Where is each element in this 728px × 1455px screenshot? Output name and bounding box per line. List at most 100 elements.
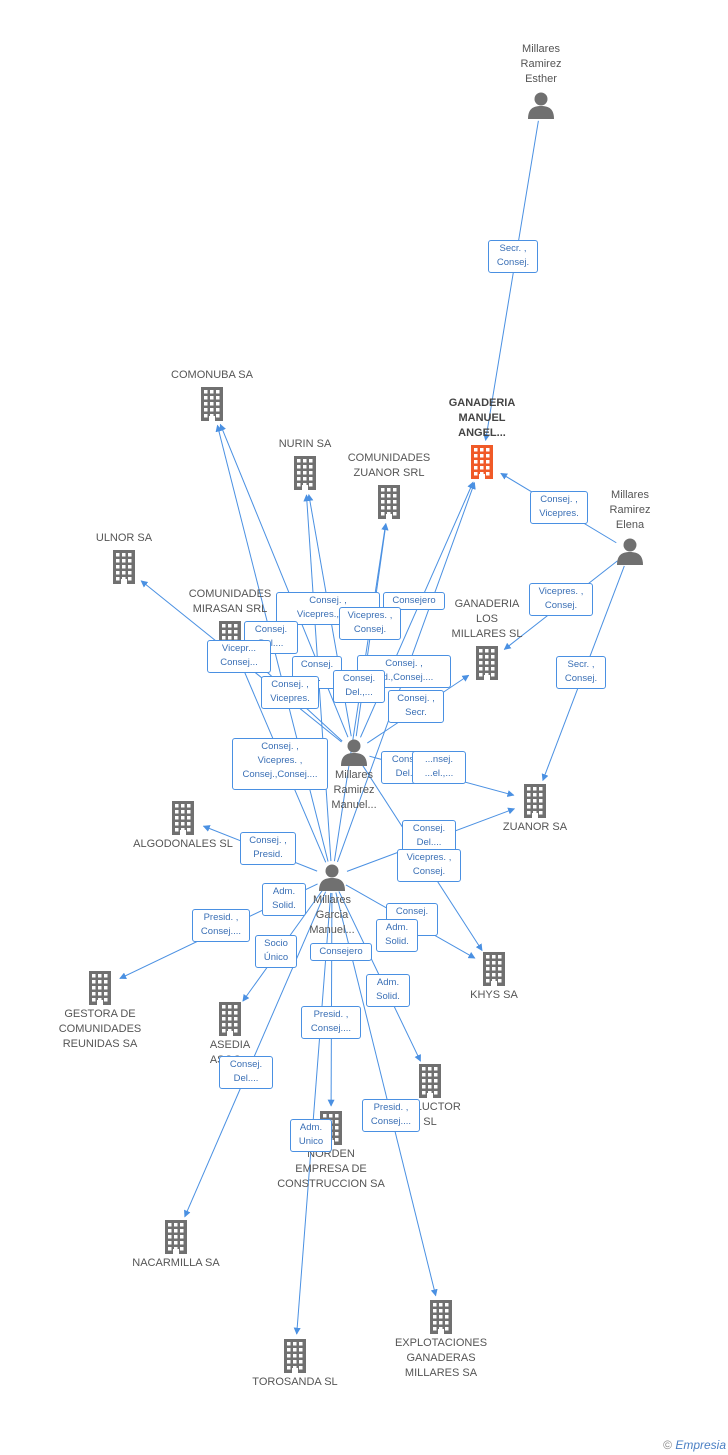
role-tag[interactable]: Vicepres. ,Consej.: [397, 849, 461, 882]
node-asedia[interactable]: ASEDIAASOC...: [210, 1002, 250, 1066]
role-tag[interactable]: Presid. ,Consej....: [301, 1006, 361, 1039]
node-label-line: KHYS SA: [470, 989, 518, 1001]
role-tag-line: Vicepres. ,: [347, 610, 393, 621]
role-tag[interactable]: ...nsej....el.,...: [412, 751, 466, 784]
role-tag[interactable]: Consej. ,Vicepres.: [261, 676, 319, 709]
node-label-line: ULNOR SA: [95, 532, 153, 544]
role-tag[interactable]: Consej. ,Presid.: [240, 832, 296, 865]
node-algodonales[interactable]: ALGODONALES SL: [133, 801, 233, 850]
role-tag[interactable]: Adm.Solid.: [262, 883, 306, 916]
person-icon: [318, 864, 346, 894]
role-tag-line: Consej. ,: [385, 658, 423, 669]
node-nacarmilla[interactable]: NACARMILLA SA: [132, 1220, 220, 1269]
node-label-line: Ramirez: [333, 784, 375, 796]
role-tag-line: Secr. ,: [567, 659, 595, 670]
node-label-line: Ramirez: [609, 504, 651, 516]
node-comonuba[interactable]: COMONUBA SA: [171, 369, 253, 421]
node-label-line: MANUEL: [458, 412, 506, 424]
role-tag-line: Consej. ,: [249, 835, 287, 846]
person-icon: [616, 538, 644, 568]
role-tag[interactable]: Adm.Solid.: [366, 974, 410, 1007]
role-tag[interactable]: Presid. ,Consej....: [362, 1099, 420, 1132]
building-icon: [86, 971, 114, 1008]
role-tag-line: Adm.: [385, 922, 409, 933]
role-tag[interactable]: Consej.Del.,...: [333, 670, 385, 703]
role-tag-line: Vicepr...: [221, 643, 257, 654]
building-icon: [473, 646, 501, 683]
building-icon: [281, 1339, 309, 1376]
node-zuanor[interactable]: ZUANOR SA: [503, 784, 567, 833]
edge-garcia_manuel-to-norden: [327, 892, 335, 1107]
role-tag-line: Del....: [395, 768, 421, 779]
role-tag[interactable]: Consej.Del....: [402, 820, 456, 853]
role-tag[interactable]: Consejero: [383, 592, 445, 610]
role-tag[interactable]: Consejero: [310, 943, 372, 961]
building-icon: [162, 1220, 190, 1257]
role-tag-line: Consej.: [544, 600, 578, 611]
node-label-line: Esther: [525, 73, 557, 85]
role-tag-line: Vicepres.: [539, 508, 579, 519]
role-tag[interactable]: Vicepres. ,Consej.: [529, 583, 593, 616]
role-tag-line: Consejero: [319, 946, 363, 957]
role-tag[interactable]: Vicepr...Consej...: [207, 640, 271, 673]
node-label-line: Millares: [611, 489, 649, 501]
role-tag-line: Consej. ,: [397, 693, 435, 704]
node-label-line: GANADERIA: [448, 397, 516, 409]
node-khys[interactable]: KHYS SA: [470, 952, 518, 1001]
node-label: TOROSANDA SL: [235, 1375, 355, 1390]
role-tag[interactable]: Consej.Del....: [219, 1056, 273, 1089]
role-tag[interactable]: Secr. ,Consej.: [488, 240, 538, 273]
node-label-line: MILLARES SL: [451, 628, 523, 640]
role-tag-line: Vicepres.,Co...: [296, 609, 360, 620]
node-label-line: Millares: [313, 894, 351, 906]
edge-esther-to-ganaderia_manuel: [483, 120, 539, 441]
building-icon: [427, 1300, 455, 1337]
node-label-line: COMUNIDADES: [58, 1023, 142, 1035]
node-label-line: LOS: [475, 613, 498, 625]
role-tag[interactable]: Adm.Unico: [290, 1119, 332, 1152]
building-icon: [416, 1064, 444, 1101]
node-nurin[interactable]: NURIN SA: [279, 438, 331, 493]
role-tag[interactable]: Presid. ,Consej....: [192, 909, 250, 942]
node-label-line: GESTORA DE: [64, 1008, 136, 1020]
brand-name: Empresia: [675, 1438, 726, 1452]
node-label-line: ZUANOR SA: [502, 821, 568, 833]
node-label-line: EMPRESA DE: [295, 1163, 367, 1175]
role-tag-line: Consej.: [496, 257, 530, 268]
role-tag-line: Consej. ,: [271, 679, 309, 690]
role-tag-line: Del....: [416, 837, 442, 848]
node-torosanda[interactable]: TOROSANDA SL: [252, 1339, 338, 1388]
role-tag[interactable]: Secr. ,Consej.: [556, 656, 606, 689]
role-tag-line: Consej.: [229, 1059, 263, 1070]
node-ulnor[interactable]: ULNOR SA: [96, 532, 152, 584]
role-tag[interactable]: Consej. ,Secr.: [388, 690, 444, 723]
role-tag[interactable]: Consej. ,Vicepres.: [530, 491, 588, 524]
node-label-line: COMONUBA SA: [171, 369, 253, 381]
role-tag[interactable]: Vicepres. ,Consej.: [339, 607, 401, 640]
role-tag[interactable]: Consej. ,Vicepres. ,Consej.,Consej....: [232, 738, 328, 790]
building-icon: [468, 445, 496, 482]
node-label: ALGODONALES SL: [123, 837, 243, 852]
building-icon: [291, 456, 319, 493]
role-tag[interactable]: Adm.Solid.: [376, 919, 418, 952]
node-label-line: Garcia: [315, 909, 349, 921]
role-tag-line: Vicepres. ,: [406, 852, 452, 863]
